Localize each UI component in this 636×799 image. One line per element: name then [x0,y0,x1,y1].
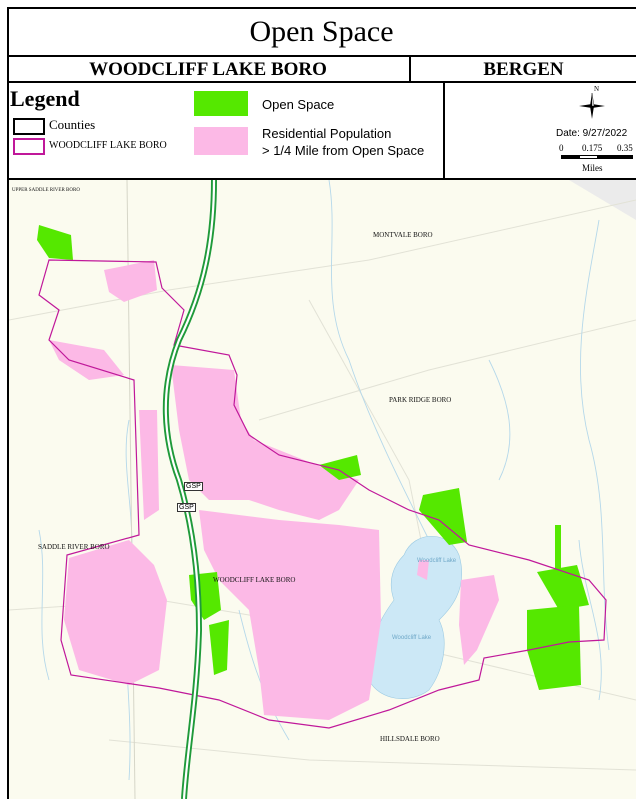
legend-title: Legend [10,86,80,111]
scale-tick-2: 0.35 [617,143,633,153]
map-drawing [9,180,636,799]
subtitle-row: WOODCLIFF LAKE BORO BERGEN [7,57,636,83]
gsp-shield-1: GSP [184,482,203,491]
boro-swatch [13,138,45,155]
residential-label: Residential Population [262,126,392,141]
map-canvas[interactable]: UPPER SADDLE RIVER BORO MONTVALE BORO PA… [9,180,636,799]
map-date: Date: 9/27/2022 [556,128,628,139]
label-montvale: MONTVALE BORO [373,231,433,239]
north-letter: N [594,85,599,93]
north-arrow-icon: N [579,85,605,119]
label-upper-saddle: UPPER SADDLE RIVER BORO [12,188,80,193]
label-woodcliff: WOODCLIFF LAKE BORO [213,576,296,584]
scale-unit: Miles [582,163,603,173]
label-park-ridge: PARK RIDGE BORO [389,396,452,404]
scale-tick-0: 0 [559,143,564,153]
residential-swatch [194,127,248,155]
boro-name: WOODCLIFF LAKE BORO [7,57,411,81]
scale-bar [561,155,633,159]
legend-box: Legend Counties WOODCLIFF LAKE BORO Open… [7,83,445,178]
label-lake-2: Woodcliff Lake [392,635,432,641]
residential-label-2: > 1/4 Mile from Open Space [262,143,425,158]
open-space-label: Open Space [262,97,335,112]
map-title: Open Space [7,7,636,57]
label-hillsdale: HILLSDALE BORO [380,735,440,743]
label-lake-1: Woodcliff Lake [417,558,457,564]
counties-swatch [13,118,45,135]
counties-label: Counties [49,117,96,132]
legend-panel: Legend Counties WOODCLIFF LAKE BORO Open… [7,83,636,180]
county-name: BERGEN [483,59,564,80]
map-frame [7,7,636,799]
scale-tick-1: 0.175 [582,143,603,153]
label-saddle-river: SADDLE RIVER BORO [38,543,110,551]
boro-legend-label: WOODCLIFF LAKE BORO [49,140,167,151]
open-space-swatch [194,91,248,116]
gsp-shield-2: GSP [177,503,196,512]
